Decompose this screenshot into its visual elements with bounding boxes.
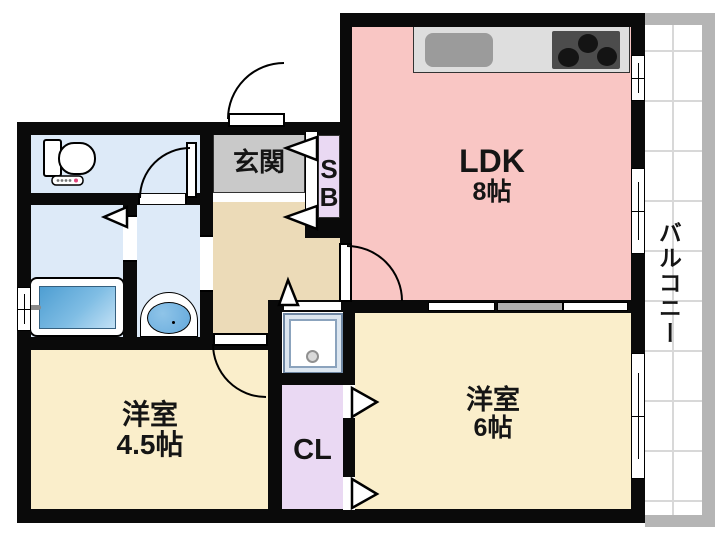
direction-arrow-icon: [277, 276, 300, 307]
western-small-size-text: 4.5帖: [116, 429, 184, 460]
direction-arrow-icon: [100, 205, 129, 229]
shoebox-letter-b: B: [319, 182, 339, 212]
washbasin-icon: [147, 302, 191, 334]
closet-label-text: CL: [293, 434, 332, 467]
sliding-panel: [563, 302, 628, 311]
nook-doorway: [284, 302, 341, 310]
shoebox-letter-s: S: [320, 153, 338, 184]
direction-arrow-icon: [350, 476, 380, 511]
western-small-label-text: 洋室: [121, 398, 178, 430]
washbasin-drain: [172, 321, 175, 324]
door-swing-icon: [139, 147, 191, 199]
balcony-tile-line: [672, 25, 674, 515]
direction-arrow-icon: [350, 385, 380, 420]
wall-bottom: [17, 509, 645, 523]
ldk-door-leaf: [339, 243, 352, 302]
ldk-label-text: LDK: [459, 143, 525, 180]
western-large-size-text: 6帖: [473, 414, 513, 443]
room-western-large: [352, 313, 631, 509]
western-large-label-text: 洋室: [466, 384, 520, 415]
stove-burner-icon: [597, 47, 617, 66]
ldk-size-text: 8帖: [472, 177, 512, 206]
balcony-label-text: バルコニー: [655, 220, 682, 346]
room-western-small: [31, 350, 268, 509]
window-icon: [631, 168, 645, 254]
room-closet: [282, 385, 343, 509]
sliding-panel: [428, 302, 495, 311]
window-icon: [631, 353, 645, 479]
pan-drain-icon: [306, 350, 319, 363]
closet-label: CL: [282, 434, 343, 468]
shoebox-label: S B: [316, 148, 342, 218]
room-shoebox: [318, 135, 340, 218]
door-swing-icon: [212, 343, 267, 398]
window-icon: [17, 287, 31, 331]
direction-arrow-icon: [282, 135, 319, 162]
toilet-icon: [43, 139, 96, 186]
door-swing-icon: [346, 245, 403, 302]
direction-arrow-icon: [282, 204, 319, 231]
stove-burner-icon: [578, 34, 598, 53]
balcony-rail-right: [702, 13, 715, 527]
western-large-label: 洋室 6帖: [393, 384, 593, 444]
toilet-doorway: [138, 194, 187, 204]
wall-top-main: [345, 13, 645, 27]
window-icon: [631, 55, 645, 101]
toilet-door-leaf: [186, 142, 197, 198]
balcony-rail-bottom: [645, 515, 715, 527]
western-small-label: 洋室 4.5帖: [50, 398, 250, 462]
kitchen-sink-icon: [425, 33, 493, 67]
door-swing-icon: [227, 62, 285, 120]
stove-burner-icon: [558, 48, 579, 67]
ldk-label: LDK 8帖: [392, 144, 592, 206]
room-genkan: [213, 132, 305, 193]
genkan-label-text: 玄関: [232, 146, 285, 177]
balcony-rail-top: [645, 13, 715, 25]
washroom-doorway: [200, 235, 213, 292]
balcony-label: バルコニー: [651, 208, 685, 358]
bath-faucet-icon: [24, 305, 41, 310]
wall-west-small-right: [268, 300, 282, 523]
wall-nook-bottom: [282, 373, 343, 385]
sliding-panel: [497, 302, 563, 311]
room-ldk: [352, 27, 631, 303]
entrance-door-leaf: [228, 113, 285, 127]
bathtub-water: [39, 286, 116, 329]
genkan-label: 玄関: [213, 144, 305, 180]
west-small-door-leaf: [213, 333, 268, 346]
